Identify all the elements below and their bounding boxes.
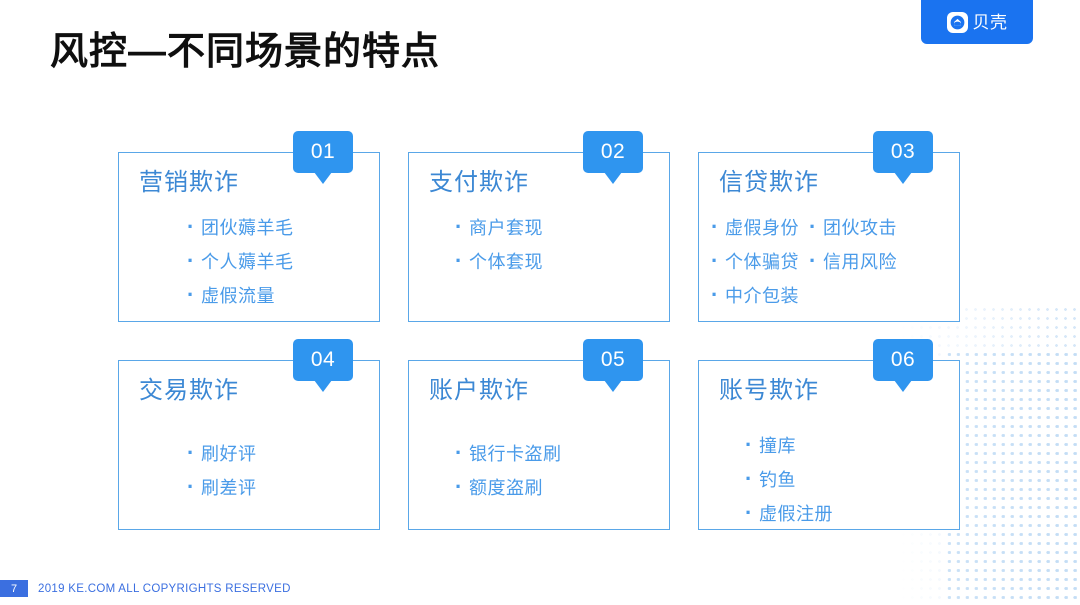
list-item-label: 虚假流量 [201,285,275,306]
scenario-card-05[interactable]: 05 账户欺诈 银行卡盗刷 额度盗刷 [408,339,670,530]
card-title: 营销欺诈 [139,169,239,196]
scenario-card-02[interactable]: 02 支付欺诈 商户套现 个体套现 [408,131,670,322]
list-item: 中介包装 [711,278,799,312]
list-item-label: 虚假注册 [759,503,833,524]
card-bullet-list: 银行卡盗刷 额度盗刷 [409,436,669,504]
list-item: 钓鱼 [745,462,959,496]
list-item: 银行卡盗刷 [455,436,669,470]
list-item: 商户套现 [455,210,669,244]
list-item: 信用风险 [809,244,897,278]
shell-logo-icon [946,11,968,33]
card-number-badge: 06 [873,339,933,381]
bullet-dot-icon [745,496,759,530]
scenario-card-grid: 01 营销欺诈 团伙薅羊毛 个人薅羊毛 虚假流量 02 支付欺诈 商户套现 [118,131,960,530]
card-title: 支付欺诈 [429,169,529,196]
list-item-label: 刷差评 [201,477,257,498]
card-bullet-list: 刷好评 刷差评 [119,436,379,504]
page-number-badge: 7 [0,580,28,597]
list-item: 个人薅羊毛 [187,244,379,278]
list-item: 额度盗刷 [455,470,669,504]
list-item: 虚假流量 [187,278,379,312]
bullet-dot-icon [711,210,725,244]
scenario-card-03[interactable]: 03 信贷欺诈 虚假身份 个体骗贷 中介包装 [698,131,960,322]
card-title: 账户欺诈 [429,377,529,404]
card-title: 账号欺诈 [719,377,819,404]
brand-logo: 贝壳 [921,0,1033,44]
list-item: 虚假注册 [745,496,959,530]
scenario-card-01[interactable]: 01 营销欺诈 团伙薅羊毛 个人薅羊毛 虚假流量 [118,131,380,322]
card-bullet-list: 撞库 钓鱼 虚假注册 [699,428,959,530]
list-item: 撞库 [745,428,959,462]
list-item-label: 银行卡盗刷 [469,443,562,464]
bullet-dot-icon [455,244,469,278]
bullet-dot-icon [187,244,201,278]
list-item: 团伙攻击 [809,210,897,244]
bullet-column-right: 团伙攻击 信用风险 [809,210,897,312]
list-item-label: 个体骗贷 [725,251,799,272]
list-item-label: 撞库 [759,435,796,456]
list-item: 个体骗贷 [711,244,799,278]
card-number-badge: 05 [583,339,643,381]
bullet-dot-icon [187,210,201,244]
decorative-dot-pattern-dense [945,350,1080,605]
bullet-dot-icon [455,210,469,244]
bullet-dot-icon [711,278,725,312]
card-bullet-list: 团伙薅羊毛 个人薅羊毛 虚假流量 [119,210,379,312]
page-title: 风控—不同场景的特点 [50,31,441,73]
list-item-label: 个体套现 [469,251,543,272]
card-title: 信贷欺诈 [719,169,819,196]
list-item-label: 团伙攻击 [823,217,897,238]
bullet-dot-icon [711,244,725,278]
card-bullet-list: 虚假身份 个体骗贷 中介包装 团伙攻击 信用风险 [699,210,959,312]
card-number-badge: 02 [583,131,643,173]
card-number-badge: 03 [873,131,933,173]
card-number-badge: 04 [293,339,353,381]
card-title: 交易欺诈 [139,377,239,404]
bullet-dot-icon [187,470,201,504]
scenario-card-04[interactable]: 04 交易欺诈 刷好评 刷差评 [118,339,380,530]
list-item: 刷差评 [187,470,379,504]
copyright-text: 2019 KE.COM ALL COPYRIGHTS RESERVED [38,582,291,595]
list-item-label: 钓鱼 [759,469,796,490]
list-item: 团伙薅羊毛 [187,210,379,244]
bullet-dot-icon [809,210,823,244]
card-bullet-list: 商户套现 个体套现 [409,210,669,278]
list-item-label: 个人薅羊毛 [201,251,294,272]
card-number-badge: 01 [293,131,353,173]
bullet-dot-icon [187,278,201,312]
list-item-label: 商户套现 [469,217,543,238]
bullet-dot-icon [745,428,759,462]
bullet-dot-icon [809,244,823,278]
list-item-label: 虚假身份 [725,217,799,238]
list-item-label: 团伙薅羊毛 [201,217,294,238]
list-item-label: 中介包装 [725,285,799,306]
bullet-dot-icon [455,436,469,470]
list-item: 刷好评 [187,436,379,470]
list-item-label: 刷好评 [201,443,257,464]
bullet-dot-icon [455,470,469,504]
bullet-dot-icon [745,462,759,496]
list-item: 虚假身份 [711,210,799,244]
brand-logo-text: 贝壳 [972,12,1008,32]
list-item-label: 信用风险 [823,251,897,272]
bullet-column-left: 虚假身份 个体骗贷 中介包装 [711,210,799,312]
scenario-card-06[interactable]: 06 账号欺诈 撞库 钓鱼 虚假注册 [698,339,960,530]
list-item-label: 额度盗刷 [469,477,543,498]
list-item: 个体套现 [455,244,669,278]
bullet-dot-icon [187,436,201,470]
